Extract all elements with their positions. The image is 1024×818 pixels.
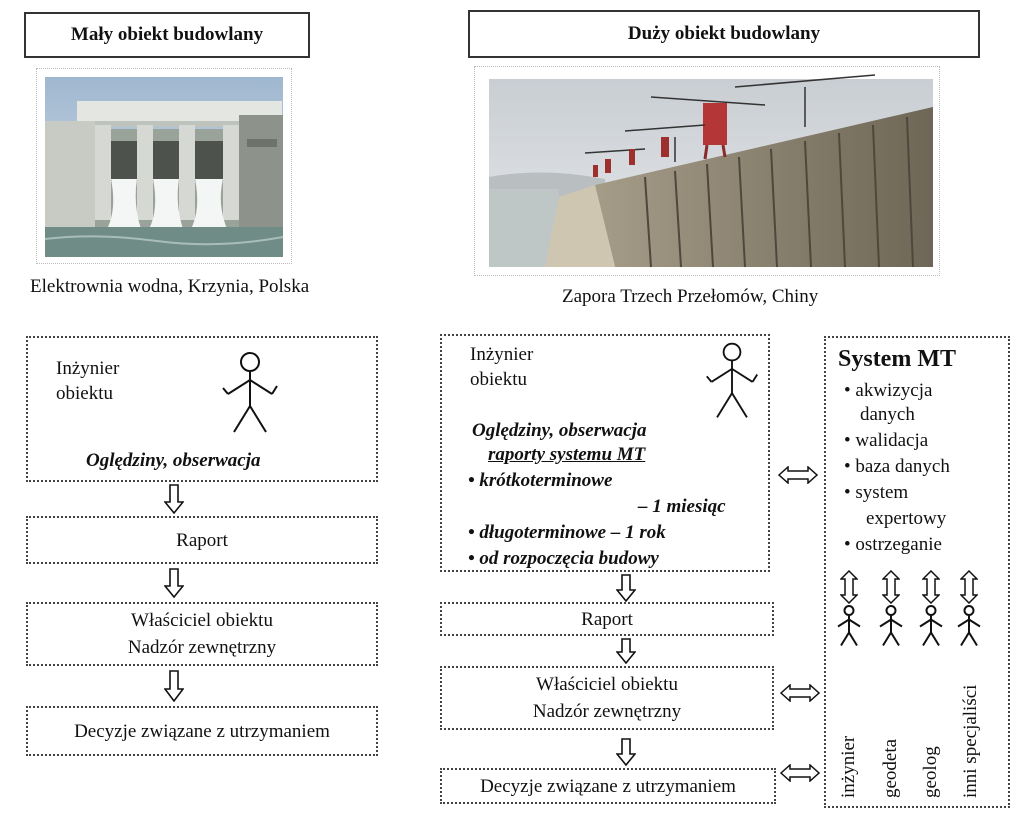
system-mt-title: System MT: [838, 346, 956, 372]
small-engineer-title: Inżynier obiektu: [56, 356, 119, 406]
small-engineer-title-line2: obiektu: [56, 383, 113, 404]
small-engineer-title-line1: Inżynier: [56, 358, 120, 379]
system-item: expertowy: [866, 508, 947, 529]
down-arrow-icon: [164, 670, 184, 702]
specialist-label-other: inni specjaliści: [960, 684, 981, 798]
small-owner-line1: Właściciel obiektu: [131, 610, 273, 631]
vertical-bidirectional-arrow-icon: [882, 570, 900, 604]
three-gorges-dam-photo: [474, 66, 940, 276]
specialist-label-surveyor: geodeta: [880, 738, 901, 798]
system-item: • system: [844, 482, 909, 503]
system-mt-box: System MT • akwizycja danych • walidacja…: [824, 336, 1010, 808]
specialist-stick-figure-icon: [957, 605, 981, 647]
large-engineer-title-line2: obiektu: [470, 369, 527, 390]
small-engineer-box: Inżynier obiektu Oględziny, obserwacja: [26, 336, 378, 482]
large-object-header-text: Duży obiekt budowlany: [627, 23, 821, 44]
small-owner-box: Właściciel obiektu Nadzór zewnętrzny: [26, 602, 378, 666]
specialist-label-engineer: inżynier: [838, 735, 859, 798]
large-engineer-title-line1: Inżynier: [470, 344, 534, 365]
hydropower-plant-image: [44, 77, 284, 257]
large-report-label: Raport: [581, 608, 633, 630]
large-object-header: Duży obiekt budowlany: [468, 10, 980, 58]
large-decisions-label: Decyzje związane z utrzymaniem: [480, 775, 736, 797]
report-item-long-term: • długoterminowe – 1 rok: [468, 522, 666, 543]
small-decisions-box: Decyzje związane z utrzymaniem: [26, 706, 378, 756]
vertical-bidirectional-arrow-icon: [922, 570, 940, 604]
small-object-photo-caption: Elektrownia wodna, Krzynia, Polska: [30, 276, 310, 297]
specialist-stick-figure-icon: [837, 605, 861, 647]
specialist-label-geologist: geolog: [920, 746, 941, 798]
down-arrow-icon: [616, 574, 636, 602]
small-decisions-label: Decyzje związane z utrzymaniem: [74, 720, 330, 742]
vertical-bidirectional-arrow-icon: [840, 570, 858, 604]
down-arrow-icon: [616, 638, 636, 664]
down-arrow-icon: [616, 738, 636, 766]
down-arrow-icon: [164, 568, 184, 598]
large-engineer-box: Inżynier obiektu Oględziny, obserwacja r…: [440, 334, 770, 572]
large-owner-line2: Nadzór zewnętrzny: [532, 701, 682, 722]
small-report-label: Raport: [176, 529, 228, 551]
mt-reports-heading: raporty systemu MT: [488, 444, 646, 465]
small-object-header-text: Mały obiekt budowlany: [70, 24, 264, 45]
small-report-box: Raport: [26, 516, 378, 564]
engineer-stick-figure-icon: [706, 342, 758, 418]
large-engineer-title: Inżynier obiektu: [470, 342, 533, 392]
small-owner-line2: Nadzór zewnętrzny: [127, 637, 277, 658]
report-item-short-term: • krótkoterminowe: [468, 470, 613, 491]
specialist-stick-figure-icon: [879, 605, 903, 647]
large-decisions-box: Decyzje związane z utrzymaniem: [440, 768, 776, 804]
hydropower-plant-photo: [36, 68, 292, 264]
down-arrow-icon: [164, 484, 184, 514]
large-owner-box: Właściciel obiektu Nadzór zewnętrzny: [440, 666, 774, 730]
bidirectional-arrow-icon: [780, 764, 820, 782]
engineer-stick-figure-icon: [222, 352, 278, 433]
large-owner-line1: Właściciel obiektu: [536, 674, 678, 695]
large-object-photo-caption: Zapora Trzech Przełomów, Chiny: [562, 286, 819, 307]
three-gorges-dam-image: [489, 74, 933, 268]
system-item: • akwizycja: [844, 380, 933, 401]
report-item-since-construction: • od rozpoczęcia budowy: [468, 548, 659, 569]
report-item-short-term-period: – 1 miesiąc: [638, 496, 726, 517]
system-item: danych: [860, 404, 915, 425]
system-item: • baza danych: [844, 456, 950, 477]
large-engineer-activity: Oględziny, obserwacja: [472, 420, 647, 441]
specialist-stick-figure-icon: [919, 605, 943, 647]
bidirectional-arrow-icon: [780, 684, 820, 702]
small-object-header: Mały obiekt budowlany: [24, 12, 310, 58]
bidirectional-arrow-icon: [778, 466, 818, 484]
small-engineer-activity: Oględziny, obserwacja: [86, 450, 261, 471]
system-item: • ostrzeganie: [844, 534, 942, 555]
large-report-box: Raport: [440, 602, 774, 636]
vertical-bidirectional-arrow-icon: [960, 570, 978, 604]
system-item: • walidacja: [844, 430, 929, 451]
